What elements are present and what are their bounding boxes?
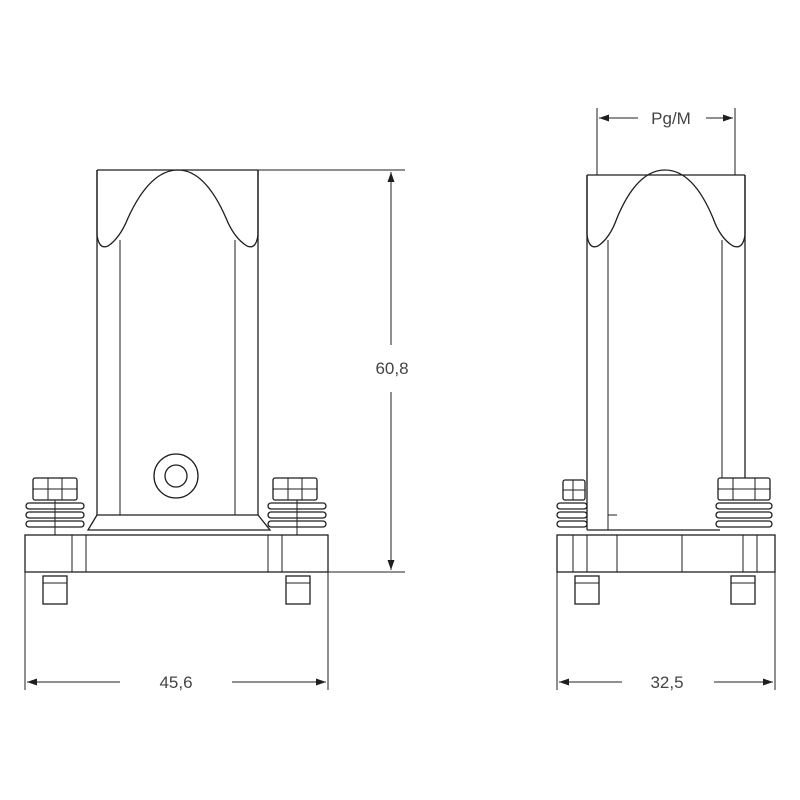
- thread-dimension: Pg/M: [596, 108, 736, 175]
- side-width-label: 32,5: [650, 673, 683, 692]
- side-screw-left: [556, 479, 588, 528]
- side-view: Pg/M 32,5: [556, 108, 776, 692]
- front-view: 60,8 45,6: [24, 169, 409, 692]
- front-screw-left: [25, 477, 85, 535]
- front-foot-left: [42, 575, 68, 605]
- front-screw-right: [267, 477, 327, 535]
- front-width-dimension: 45,6: [24, 572, 329, 692]
- side-screw-right: [715, 477, 773, 528]
- thread-label: Pg/M: [651, 109, 691, 128]
- height-dimension: 60,8: [258, 169, 409, 573]
- front-base-plate: [24, 534, 329, 573]
- side-foot-left: [574, 575, 600, 605]
- front-width-label: 45,6: [159, 673, 192, 692]
- side-base-plate: [556, 534, 776, 573]
- front-housing: [86, 169, 272, 531]
- side-width-dimension: 32,5: [556, 572, 776, 692]
- side-housing: [586, 169, 746, 531]
- side-foot-right: [730, 575, 756, 605]
- front-port-circle: [153, 453, 199, 499]
- front-foot-right: [285, 575, 311, 605]
- height-dimension-label: 60,8: [375, 359, 408, 378]
